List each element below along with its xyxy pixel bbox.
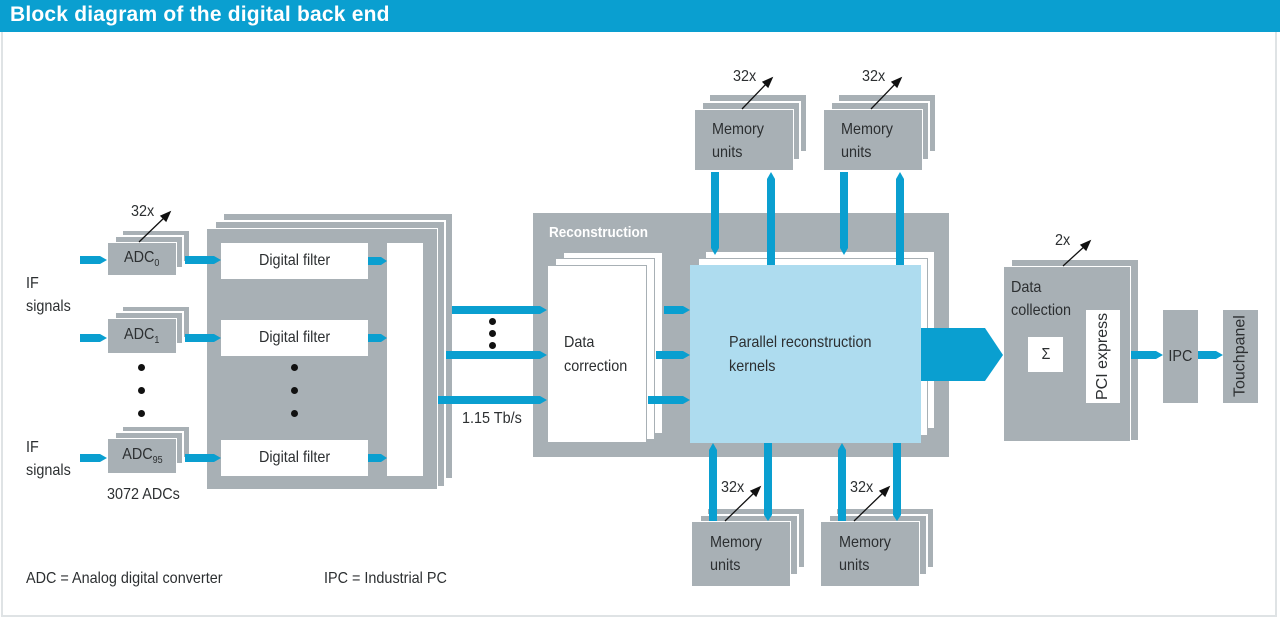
link-ellipsis-dot: [489, 318, 496, 325]
adc-multiplier-label: 32x: [131, 203, 155, 220]
if-signals-top-line1: IF: [26, 275, 39, 292]
sigma-icon: Σ: [1041, 345, 1050, 363]
adc-ellipsis-dot: [138, 410, 145, 417]
memory-label-line2: units: [841, 144, 872, 161]
memory-label-line1: Memory: [712, 121, 765, 138]
memory-multiplier-label: 32x: [733, 68, 757, 85]
memory-label-line1: Memory: [710, 534, 763, 551]
throughput-label: 1.15 Tb/s: [462, 410, 522, 427]
link-ellipsis-dot: [489, 330, 496, 337]
memory-multiplier-label: 32x: [862, 68, 886, 85]
data-correction-block: [547, 265, 647, 443]
memory-label-line2: units: [839, 557, 870, 574]
ipc-block: IPC: [1163, 310, 1198, 403]
touchpanel-block: Touchpanel: [1223, 310, 1258, 403]
adc-ellipsis-dot: [138, 364, 145, 371]
parallel-reconstruction-kernels: [690, 265, 921, 443]
filter-ellipsis-dot: [291, 364, 298, 371]
diagram-frame: [1, 32, 1277, 617]
memory-multiplier-label: 32x: [850, 479, 874, 496]
adc-ellipsis-dot: [138, 387, 145, 394]
kernels-line2: kernels: [729, 358, 776, 375]
reconstruction-title: Reconstruction: [549, 224, 649, 241]
legend-ipc: IPC = Industrial PC: [324, 570, 447, 587]
digital-filter-1: Digital filter: [221, 320, 368, 356]
memory-label-line2: units: [710, 557, 741, 574]
diagram-title: Block diagram of the digital back end: [10, 3, 390, 26]
memory-label-line1: Memory: [839, 534, 892, 551]
kernels-line1: Parallel reconstruction: [729, 334, 872, 351]
adc-block-1: ADC1: [107, 318, 177, 354]
memory-multiplier-label: 32x: [721, 479, 745, 496]
data-collection-line1: Data: [1011, 279, 1042, 296]
adc-block-95: ADC95: [107, 438, 177, 474]
data-correction-line2: correction: [564, 358, 628, 375]
data-collection-line2: collection: [1011, 302, 1072, 319]
if-signals-bottom-line1: IF: [26, 439, 39, 456]
filter-ellipsis-dot: [291, 410, 298, 417]
title-bar: Block diagram of the digital back end: [0, 0, 1280, 32]
data-collection-multiplier-label: 2x: [1055, 232, 1071, 249]
adc-total-label: 3072 ADCs: [107, 486, 180, 503]
data-correction-line1: Data: [564, 334, 595, 351]
memory-label-line1: Memory: [841, 121, 894, 138]
link-ellipsis-dot: [489, 342, 496, 349]
if-signals-top-line2: signals: [26, 298, 71, 315]
digital-filter-0: Digital filter: [221, 243, 368, 279]
pci-express-label: PCI express: [1094, 312, 1111, 401]
if-signals-bottom-line2: signals: [26, 462, 71, 479]
memory-label-line2: units: [712, 144, 743, 161]
pci-express-block: PCI express: [1086, 310, 1120, 403]
digital-filter-2: Digital filter: [221, 440, 368, 476]
multiplexer-bar: [387, 243, 423, 476]
touchpanel-label: Touchpanel: [1231, 315, 1249, 398]
adc-block-0: ADC0: [107, 242, 177, 276]
legend-adc: ADC = Analog digital converter: [26, 570, 223, 587]
filter-ellipsis-dot: [291, 387, 298, 394]
sum-block: Σ: [1028, 337, 1063, 372]
